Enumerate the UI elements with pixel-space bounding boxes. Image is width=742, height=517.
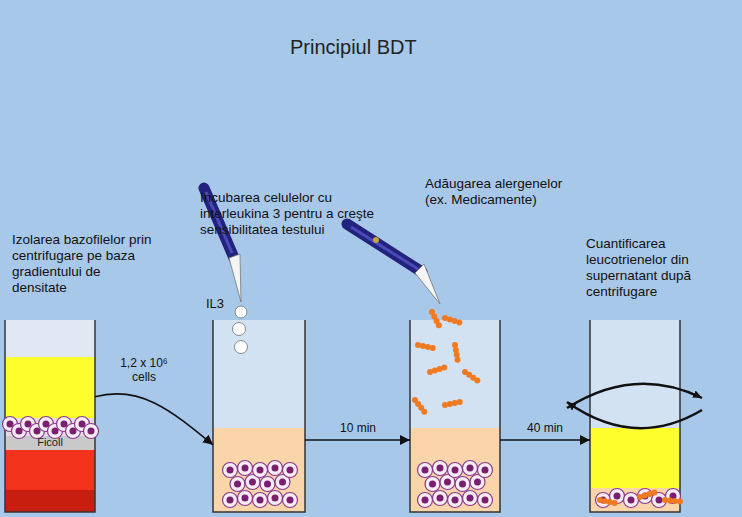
cell: [478, 493, 493, 508]
reagent-label: IL3: [206, 297, 224, 311]
allergen-particles: [412, 309, 683, 506]
cell: [455, 477, 470, 492]
cell: [448, 463, 463, 478]
cell: [223, 463, 238, 478]
cell: [253, 463, 268, 478]
cell: [433, 461, 448, 476]
flow-arrow: [305, 439, 410, 441]
incubation-tube: [213, 320, 305, 512]
ficoll-tube: [5, 320, 95, 512]
cell: [84, 424, 99, 439]
tube-node: Izolarea bazofilelor prin centrifugare p…: [5, 320, 95, 512]
cell: [283, 493, 298, 508]
step-caption: Incubarea celulelor cu interleukina 3 pe…: [200, 190, 380, 238]
cell: [463, 461, 478, 476]
arrow-label: 10 min: [328, 421, 388, 435]
pipette: [347, 224, 440, 304]
layer-label: Ficoll: [5, 436, 95, 448]
rotation-arrows: [567, 384, 702, 429]
flow-arrow: [500, 439, 590, 441]
centrifuge-tube: [590, 320, 680, 512]
cell: [268, 461, 283, 476]
arrow-label: 40 min: [515, 421, 575, 435]
step-caption: Izolarea bazofilelor prin centrifugare p…: [12, 232, 157, 296]
cell: [238, 461, 253, 476]
tube-node: Incubarea celulelor cu interleukina 3 pe…: [213, 320, 305, 512]
step-caption: Cuantificarea leucotrienelor din superna…: [586, 236, 736, 300]
tube-node: Adăugarea alergenelor (ex. Medicamente): [410, 320, 500, 512]
cell: [624, 493, 639, 508]
cell: [448, 493, 463, 508]
title: Principiul BDT: [290, 36, 417, 59]
cell: [433, 491, 448, 506]
cell: [223, 493, 238, 508]
cell: [238, 491, 253, 506]
cell: [463, 491, 478, 506]
cell: [230, 477, 245, 492]
cell: [268, 491, 283, 506]
step-caption: Adăugarea alergenelor (ex. Medicamente): [425, 176, 585, 208]
basophil-cells: [3, 417, 681, 508]
cell: [418, 463, 433, 478]
arrow-label: 1,2 x 10⁶ cells: [112, 356, 176, 384]
flow-arrow: [95, 394, 213, 445]
cell: [418, 493, 433, 508]
cell: [260, 477, 275, 492]
cell: [638, 489, 653, 504]
cell: [253, 493, 268, 508]
cell: [283, 463, 298, 478]
allergen-tube: [410, 320, 500, 512]
tube-node: Cuantificarea leucotrienelor din superna…: [590, 320, 680, 512]
cell: [478, 463, 493, 478]
cell: [425, 477, 440, 492]
